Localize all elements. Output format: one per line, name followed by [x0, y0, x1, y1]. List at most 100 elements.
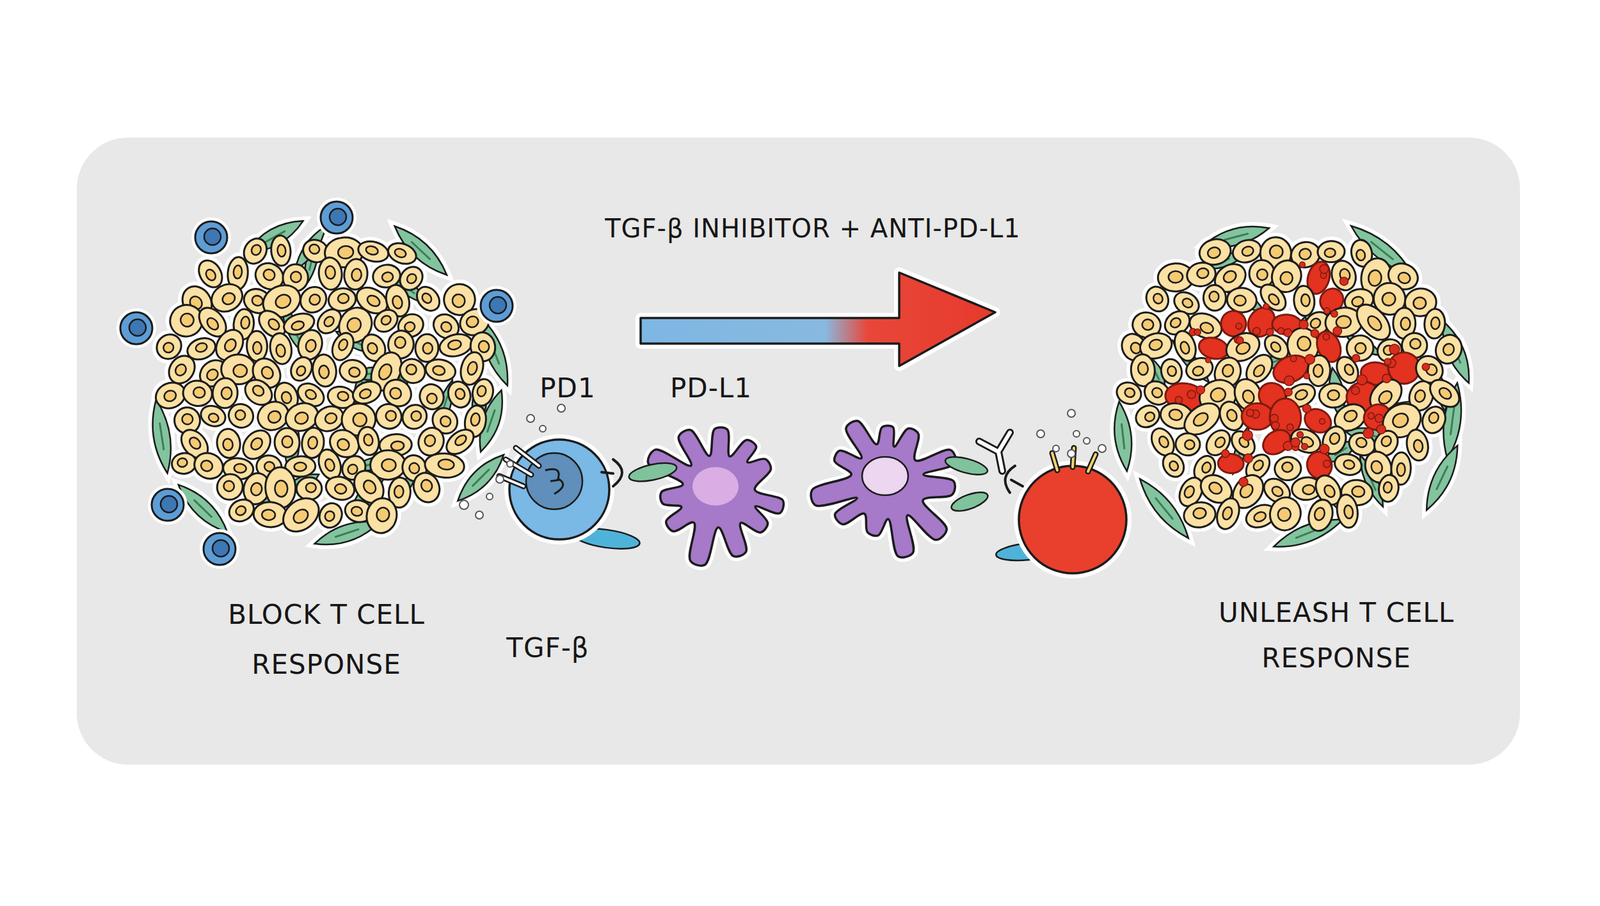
- cell-nucleus: [1308, 316, 1323, 331]
- tumor-cell: [1273, 455, 1302, 482]
- tumor-cell: [311, 353, 338, 388]
- cell-nucleus: [1207, 480, 1224, 496]
- cell-body: [1142, 283, 1172, 315]
- blue-immune-cell: [199, 529, 240, 569]
- cell-nucleus: [1300, 293, 1311, 307]
- cell-nucleus: [1276, 506, 1293, 523]
- tumor-cell: [444, 378, 475, 411]
- antibody-outline: [979, 432, 1010, 472]
- tcr-receptor-fill: [1088, 454, 1096, 472]
- cell-nucleus: [240, 316, 251, 329]
- cell-body: [355, 424, 381, 457]
- cell-nucleus: [379, 314, 393, 328]
- apoptotic-debris: [1271, 421, 1280, 430]
- cell-body: [1317, 240, 1346, 264]
- cell-halo: [1318, 382, 1349, 409]
- cytokine-particle: [1067, 409, 1076, 418]
- cell-nucleus: [1141, 318, 1154, 331]
- tumor-cell: [252, 501, 288, 529]
- tumor-cell: [211, 377, 239, 409]
- cell-nucleus: [187, 435, 203, 451]
- cell-nucleus: [293, 410, 310, 427]
- cell-nucleus: [438, 414, 453, 429]
- cell-halo: [316, 197, 357, 238]
- tumor-cell: [371, 400, 406, 433]
- cell-nucleus: [408, 408, 424, 424]
- tumor-cell: [323, 473, 358, 504]
- cell-nucleus: [476, 385, 488, 398]
- apoptotic-debris: [1376, 424, 1386, 434]
- cell-nucleus: [179, 311, 196, 329]
- cell-body: [1249, 259, 1275, 288]
- cytokine-particle: [1067, 449, 1076, 458]
- tumor-cell: [1249, 259, 1275, 288]
- cell-nucleus: [1270, 484, 1285, 499]
- apoptotic-debris: [1367, 412, 1375, 420]
- cell-body: [224, 400, 258, 432]
- cell-halo: [1202, 284, 1227, 312]
- cell-nucleus: [1342, 362, 1355, 377]
- cell-nucleus: [273, 292, 293, 311]
- cell-nucleus: [469, 412, 481, 427]
- cell-nucleus: [1379, 434, 1394, 449]
- cell-nucleus: [305, 482, 317, 493]
- stromal-nucleus: [1450, 407, 1455, 435]
- cell-nucleus: [404, 362, 418, 377]
- tumor-cell: [276, 491, 326, 539]
- cytokine-particle: [459, 500, 469, 510]
- stromal-nucleus: [472, 469, 489, 486]
- cell-nucleus: [1178, 340, 1191, 355]
- cell-nucleus: [252, 341, 262, 354]
- cell-halo: [414, 333, 440, 363]
- tumor-cell: [412, 282, 445, 315]
- tumor-cell: [1241, 403, 1274, 431]
- treatment-label: TGF-β INHIBITOR + ANTI-PD-L1: [492, 213, 1133, 244]
- cytokine-particle: [475, 511, 484, 520]
- cell-halo: [296, 477, 322, 501]
- cell-nucleus: [281, 435, 293, 448]
- cell-nucleus: [337, 337, 350, 352]
- cell-nucleus: [489, 296, 507, 314]
- cell-nucleus: [337, 245, 354, 260]
- cell-body: [414, 333, 440, 363]
- cell-nucleus: [1196, 267, 1210, 280]
- cell-nucleus: [1354, 342, 1367, 354]
- cell-nucleus: [437, 458, 455, 471]
- cell-body: [1217, 453, 1245, 474]
- cell-body: [320, 201, 353, 234]
- stroma: [147, 213, 516, 552]
- blue-immune-cell: [116, 308, 157, 349]
- cell-nucleus: [176, 457, 188, 468]
- apoptotic-debris: [1422, 363, 1430, 371]
- blue-immune-cell: [191, 217, 232, 258]
- cell-nucleus: [233, 408, 248, 422]
- tumor-cell: [1418, 403, 1450, 437]
- cell-nucleus: [160, 496, 178, 513]
- cell-nucleus: [1266, 292, 1281, 308]
- antibody: [979, 432, 1010, 472]
- apoptotic-debris: [1322, 333, 1330, 340]
- blue-immune-cell: [147, 485, 188, 525]
- cell-halo: [810, 421, 957, 558]
- stromal-cell: [451, 449, 510, 507]
- cell-nucleus: [222, 438, 233, 452]
- cell-nucleus: [323, 411, 339, 426]
- cytokine-particle: [506, 460, 514, 468]
- cell-halo: [273, 427, 300, 457]
- cell-nucleus: [1322, 483, 1337, 500]
- cell-nucleus: [1365, 313, 1384, 333]
- cell-nucleus: [1281, 462, 1294, 473]
- illustration-group: [116, 197, 1477, 579]
- cell-body: [311, 353, 338, 388]
- tumor-cell: [1304, 496, 1337, 534]
- cell-halo: [116, 308, 157, 349]
- cell-nucleus: [248, 435, 265, 452]
- cell-nucleus: [261, 267, 278, 283]
- cell-nucleus: [348, 366, 361, 379]
- cell-nucleus: [290, 271, 302, 283]
- tumor-cell: [1212, 495, 1243, 532]
- tumor-cell: [286, 353, 316, 384]
- cell-nucleus: [1409, 338, 1421, 349]
- cell-nucleus: [454, 387, 467, 401]
- apoptotic-debris: [1270, 414, 1279, 423]
